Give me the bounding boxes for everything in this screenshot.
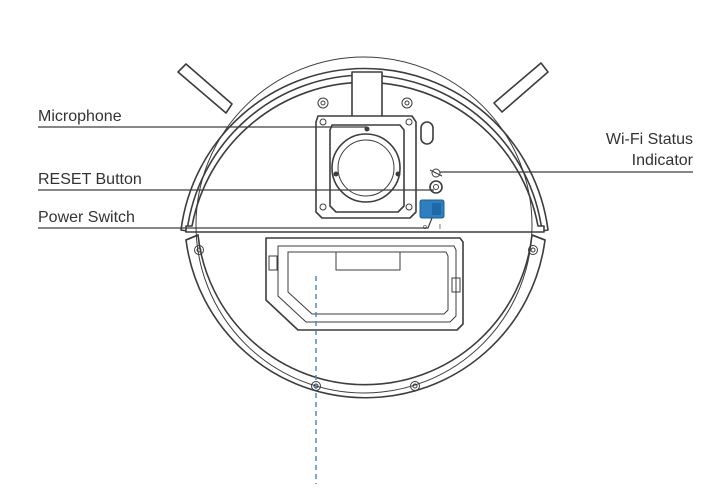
- body-screws: [194, 245, 538, 391]
- wifi-status-label-line2: Indicator: [632, 152, 694, 169]
- power-switch-label: Power Switch: [38, 209, 135, 226]
- power-switch: [419, 199, 445, 219]
- reset-button: [429, 180, 443, 194]
- side-slot: [420, 121, 434, 145]
- top-connector: [351, 71, 383, 119]
- power-leader-line: [38, 217, 433, 229]
- reset-button-label: RESET Button: [38, 171, 142, 188]
- dustbin-compartment: [265, 237, 464, 331]
- right-side-brush-arm: [493, 62, 549, 113]
- robot-body: [185, 56, 546, 399]
- caster-plate: [315, 97, 417, 219]
- wifi-status-indicator: [429, 168, 443, 178]
- wifi-status-label-line1: Wi-Fi Status: [606, 131, 693, 148]
- power-switch-on-mark: I: [439, 224, 441, 231]
- microphone-label: Microphone: [38, 108, 122, 125]
- left-side-brush-arm: [177, 63, 233, 114]
